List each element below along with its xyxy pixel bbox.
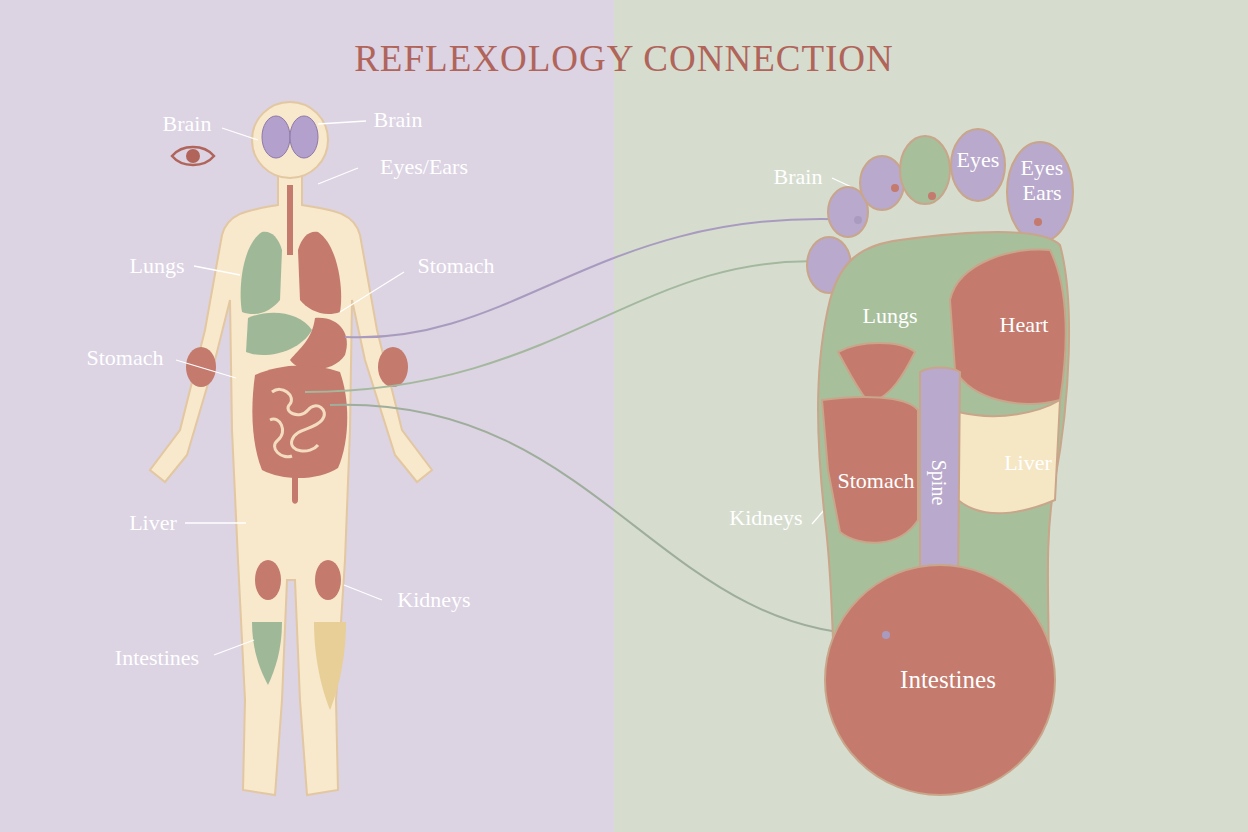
zone-label: Stomach: [838, 468, 915, 493]
organ-label: Kidneys: [397, 588, 470, 612]
organ-label: Stomach: [87, 346, 164, 370]
connection-curves: [305, 219, 886, 635]
zone-label: Lungs: [863, 303, 918, 328]
foot-zone: Eyes: [948, 140, 1008, 180]
zone-label: Spine: [928, 459, 951, 505]
foot-zone: Heart: [969, 305, 1079, 345]
organ-label: Lungs: [130, 254, 185, 278]
zone-label: Heart: [1000, 312, 1049, 337]
organ-label: Stomach: [418, 254, 495, 278]
body-figure: [150, 102, 432, 795]
foot-zone: Liver: [988, 446, 1068, 480]
diagram-title: REFLEXOLOGY CONNECTION: [354, 37, 894, 80]
organ-label: Brain: [374, 108, 423, 132]
organ-label: Brain: [774, 165, 823, 189]
foot-zone: Eyes Ears: [1014, 145, 1070, 215]
foot-figure: [807, 129, 1073, 795]
zone-label: Eyes Ears: [1014, 155, 1070, 206]
foot-zone: Intestines: [853, 658, 1043, 702]
leader-lines: [176, 121, 858, 655]
organ-label: Kidneys: [729, 506, 802, 530]
foot-zone: Spine: [921, 407, 957, 557]
eye-icon: [172, 147, 214, 165]
organ-label: Brain: [163, 112, 212, 136]
foot-zone: Stomach: [831, 464, 921, 498]
organ-label: Liver: [129, 511, 177, 535]
organ-label: Eyes/Ears: [380, 155, 468, 179]
organ-label: Intestines: [115, 646, 199, 670]
zone-label: Eyes: [957, 147, 1000, 172]
foot-zone: Lungs: [830, 296, 950, 336]
zone-label: Liver: [1004, 450, 1052, 475]
zone-label: Intestines: [900, 666, 996, 695]
left-panel: [0, 0, 614, 832]
right-panel: [614, 0, 1248, 832]
